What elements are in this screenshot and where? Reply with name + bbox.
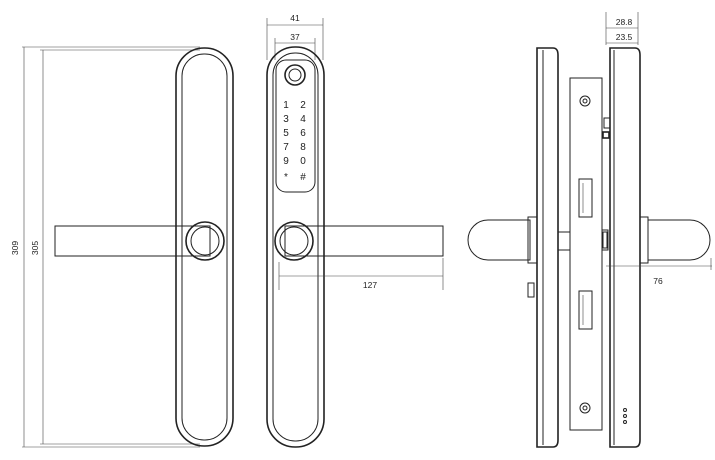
dimension-overall-height: 309 bbox=[10, 241, 20, 255]
dimension-side-projection: 76 bbox=[653, 276, 663, 286]
key-hash: # bbox=[300, 172, 306, 183]
key-7: 7 bbox=[283, 142, 289, 153]
key-2: 2 bbox=[300, 100, 306, 111]
back-plate-outline bbox=[175, 47, 234, 447]
side-view: 28.8 23.5 bbox=[467, 12, 712, 448]
key-8: 8 bbox=[300, 142, 306, 153]
back-plate-view: 309 305 bbox=[10, 46, 234, 448]
dimension-inner-height: 305 bbox=[30, 241, 40, 255]
front-plate-outline bbox=[266, 46, 325, 448]
side-right-handle bbox=[647, 219, 711, 261]
side-left-handle bbox=[467, 219, 531, 261]
side-inner-plate bbox=[609, 47, 641, 448]
key-1: 1 bbox=[283, 100, 289, 111]
back-handle-rose bbox=[185, 221, 225, 261]
key-3: 3 bbox=[283, 114, 289, 125]
key-star: * bbox=[284, 172, 288, 183]
mortise-body bbox=[569, 77, 603, 431]
dimension-depth-outer: 28.8 bbox=[616, 17, 633, 27]
dimension-total-width: 41 bbox=[290, 13, 300, 23]
key-0: 0 bbox=[300, 156, 306, 167]
dimension-handle-reach: 127 bbox=[363, 280, 377, 290]
keypad-panel bbox=[275, 59, 316, 193]
key-4: 4 bbox=[300, 114, 306, 125]
front-handle-rose bbox=[274, 221, 314, 261]
mortise-slot-top bbox=[578, 178, 593, 218]
front-handle-lever bbox=[284, 225, 444, 257]
fingerprint-sensor bbox=[284, 64, 306, 86]
key-9: 9 bbox=[283, 156, 289, 167]
dimension-depth-inner: 23.5 bbox=[616, 32, 633, 42]
back-handle-lever bbox=[54, 225, 211, 257]
front-keypad-view: 41 37 1 2 3 4 5 6 7 8 9 0 * # bbox=[266, 13, 444, 448]
mortise-slot-bottom bbox=[578, 290, 593, 330]
key-5: 5 bbox=[283, 128, 289, 139]
dimension-inner-width: 37 bbox=[290, 32, 300, 42]
side-outer-plate bbox=[536, 47, 559, 448]
key-6: 6 bbox=[300, 128, 306, 139]
keypad-keys: 1 2 3 4 5 6 7 8 9 0 * # bbox=[283, 100, 306, 183]
